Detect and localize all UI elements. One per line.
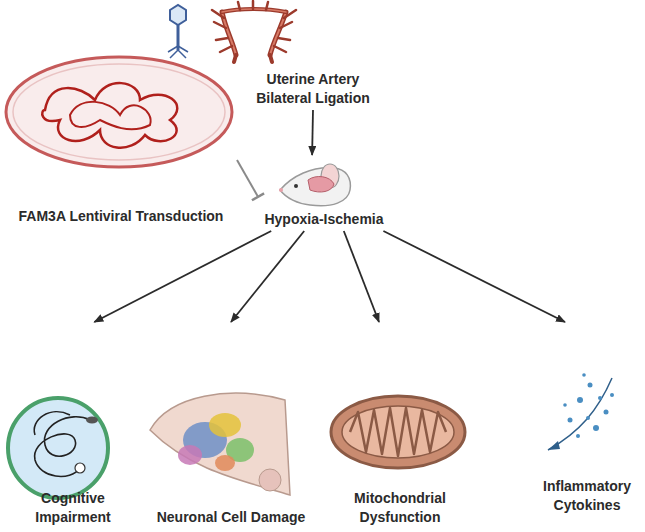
node-text: Hypoxia-Ischemia: [264, 210, 383, 229]
arrow-connector: [344, 231, 379, 322]
node-text: Cognitive Impairment: [5, 489, 141, 527]
arrow-connector: [312, 110, 314, 155]
condition-label: Hypoxia-Ischemia: [258, 155, 390, 231]
connector-line: [94, 231, 271, 322]
treatment-label: FAM3A Lentiviral Transduction: [5, 28, 237, 228]
rat-illustration: [279, 164, 350, 206]
connector-line: [237, 160, 258, 197]
connector-line: [344, 231, 379, 322]
connector-line: [231, 231, 304, 322]
bacterium-illustration: [6, 5, 232, 167]
connector-line: [311, 110, 314, 155]
connector-line: [383, 231, 565, 322]
node-text: FAM3A Lentiviral Transduction: [19, 207, 224, 226]
inhibition-bar: [252, 193, 264, 200]
node-text: Inflammatory Cytokines: [535, 477, 639, 515]
procedure-label: Uterine Artery Bilateral Ligation: [238, 64, 388, 110]
inhibition-connector: [237, 160, 264, 200]
outcome-label: Cognitive Impairment: [2, 322, 144, 529]
mitochondrion-illustration: [331, 396, 465, 468]
cytokine-illustration: [548, 373, 614, 450]
arrow-connector: [383, 231, 565, 322]
arrow-connector: [231, 231, 304, 322]
arrow-connector: [94, 231, 271, 322]
node-text: Mitochondrial Dysfunction: [339, 489, 461, 527]
outcome-label: Inflammatory Cytokines: [532, 322, 642, 517]
node-text: Uterine Artery Bilateral Ligation: [243, 70, 383, 108]
artery-illustration: [212, 1, 296, 62]
node-text: Neuronal Cell Damage: [157, 508, 306, 527]
outcome-label: Neuronal Cell Damage: [148, 322, 314, 529]
maze-illustration: [8, 398, 108, 498]
brain-illustration: [150, 393, 290, 495]
outcome-label: Mitochondrial Dysfunction: [330, 322, 470, 529]
